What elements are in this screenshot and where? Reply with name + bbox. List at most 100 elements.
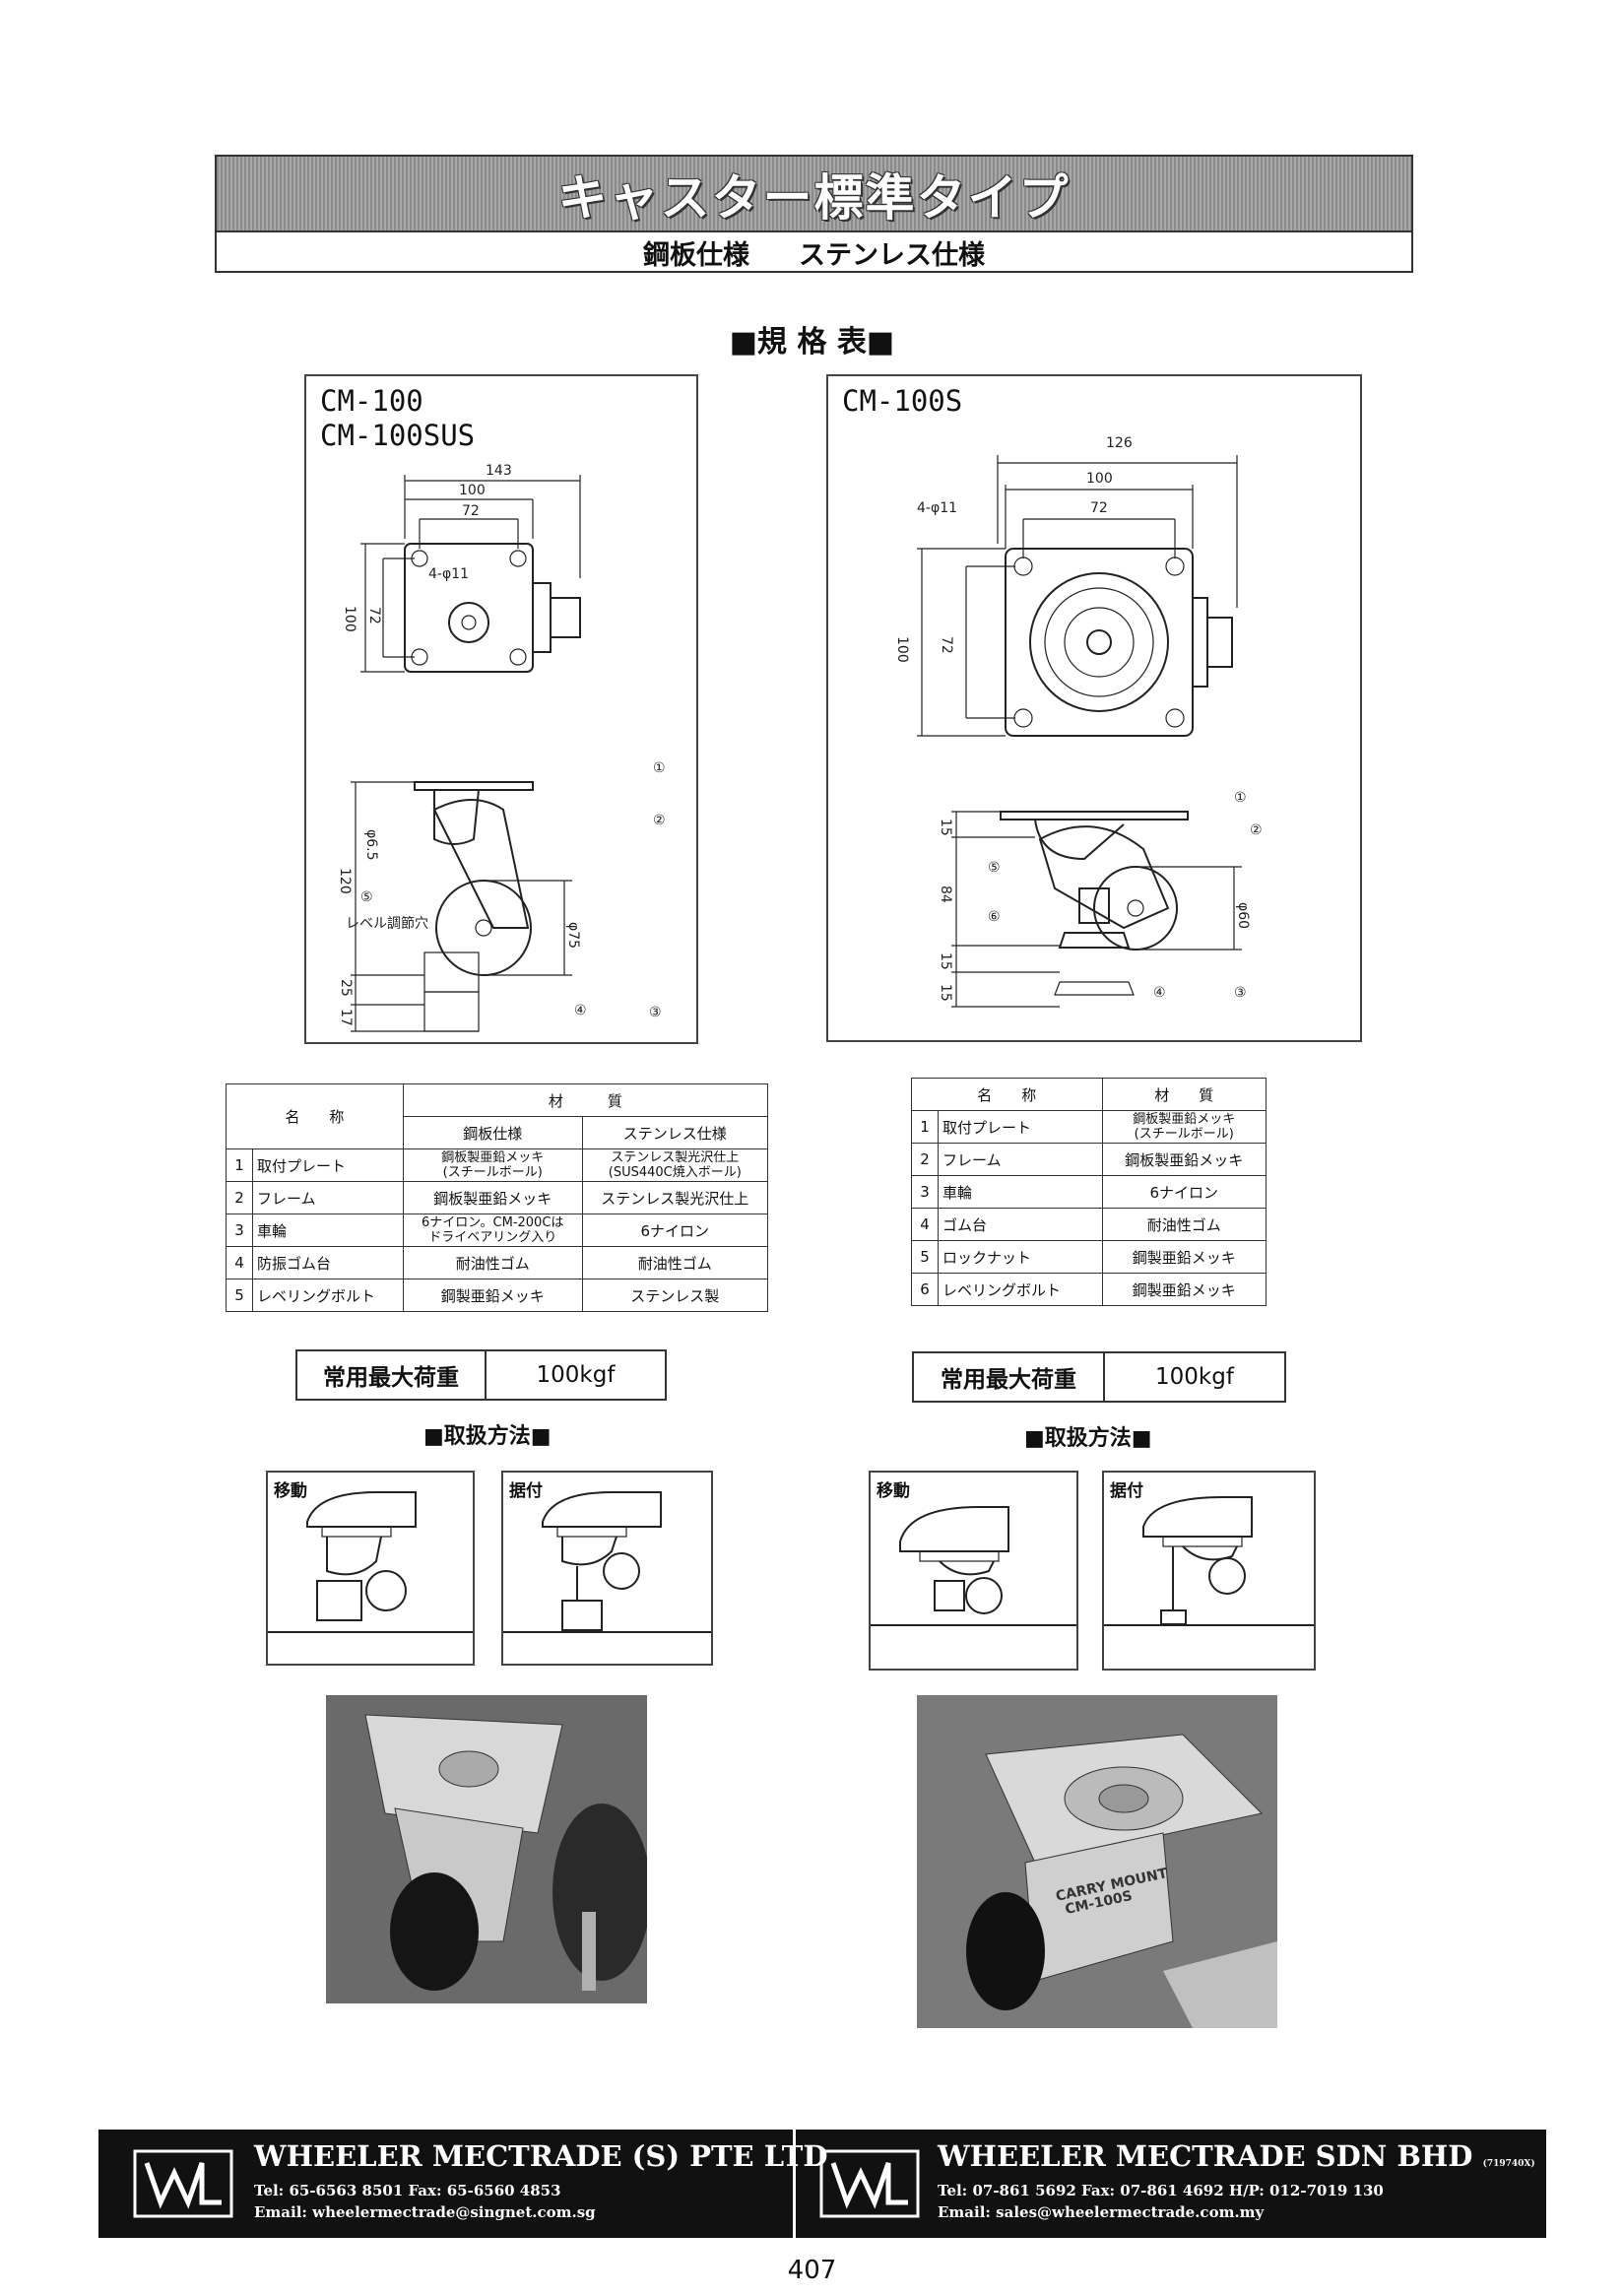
title-banner: キャスター標準タイプ 鋼板仕様 ステンレス仕様 [215, 155, 1413, 273]
handling-move-cm100: 移動 [266, 1471, 475, 1666]
table-header-stainless: ステンレス仕様 [581, 1116, 769, 1149]
parts-table-cm100s: 名 称 材 質 1 取付プレート 鋼板製亜鉛メッキ (スチールボール) 2 フレ… [911, 1078, 1267, 1306]
wm-logo-icon [819, 2149, 920, 2218]
product-photo-cm100s: CARRY MOUNT CM-100S [917, 1695, 1277, 2028]
table-row: 5 ロックナット 鋼製亜鉛メッキ [911, 1240, 1267, 1274]
caster-photo-cm100s [917, 1695, 1277, 2028]
dimension-label: 72 [462, 503, 480, 519]
table-row: 3 車輪 6ナイロン。CM-200Cは ドライベアリング入り 6ナイロン [226, 1214, 769, 1247]
callout-1: ① [653, 760, 666, 776]
product-photo-cm100 [326, 1695, 647, 2003]
max-load-box-cm100s: 常用最大荷重 100kgf [912, 1351, 1286, 1403]
max-load-label: 常用最大荷重 [914, 1353, 1105, 1401]
dimension-label: 15 [938, 819, 953, 836]
page-title: キャスター標準タイプ [557, 168, 1071, 227]
level-adjust-hole-label: レベル調節穴 [346, 915, 428, 932]
fix-illustration [1104, 1496, 1314, 1626]
table-row: 4 ゴム台 耐油性ゴム [911, 1208, 1267, 1241]
callout-5: ⑤ [360, 889, 373, 905]
table-header-material: 材 質 [1101, 1078, 1267, 1111]
max-load-value: 100kgf [536, 1362, 616, 1388]
dimension-label: 120 [337, 868, 353, 894]
dimension-label: φ6.5 [363, 829, 379, 861]
dimension-label: 4-φ11 [917, 500, 957, 516]
drawing-panel-cm100: CM-100 CM-100SUS 143 100 72 4-φ11 100 72… [304, 374, 698, 1044]
max-load-label: 常用最大荷重 [297, 1351, 487, 1399]
page-number: 407 [787, 2256, 837, 2285]
dimension-label: 15 [938, 952, 953, 970]
move-illustration [871, 1506, 1076, 1626]
dimension-label: 25 [338, 979, 354, 997]
dimension-label: φ60 [1235, 902, 1251, 929]
fix-illustration [503, 1491, 711, 1633]
caster-drawing-cm100s: 126 100 72 4-φ11 100 72 15 84 15 15 φ60 … [894, 435, 1263, 1008]
model-name: CM-100 [320, 384, 423, 418]
subtitle-steel: 鋼板仕様 [643, 240, 749, 271]
callout-4: ④ [574, 1003, 587, 1018]
company-phone-sg: Tel: 65-6563 8501 Fax: 65-6560 4853 [254, 2182, 561, 2199]
callout-1: ① [1234, 790, 1247, 806]
footer-divider [793, 2130, 796, 2238]
table-row: 5 レベリングボルト 鋼製亜鉛メッキ ステンレス製 [226, 1279, 769, 1312]
company-reg-no: (719740X) [1482, 2159, 1535, 2169]
dimension-label: 72 [939, 636, 954, 654]
dimension-label: 100 [894, 636, 910, 663]
dimension-label: 143 [486, 463, 512, 479]
model-name: CM-100SUS [320, 419, 476, 452]
table-header-steel: 鋼板仕様 [402, 1116, 583, 1149]
dimension-label: 100 [459, 483, 486, 498]
move-label: 移動 [274, 1481, 307, 1501]
dimension-label: 15 [938, 984, 953, 1002]
dimension-label: 100 [342, 606, 357, 632]
subtitle-stainless: ステンレス仕様 [799, 240, 985, 271]
table-header-name: 名 称 [911, 1078, 1103, 1111]
max-load-box-cm100: 常用最大荷重 100kgf [295, 1349, 667, 1401]
max-load-value: 100kgf [1155, 1364, 1234, 1390]
table-row: 3 車輪 6ナイロン [911, 1175, 1267, 1209]
table-row: 2 フレーム 鋼板製亜鉛メッキ [911, 1143, 1267, 1176]
callout-6: ⑥ [988, 909, 1001, 925]
table-row: 1 取付プレート 鋼板製亜鉛メッキ (スチールボール) ステンレス製光沢仕上 (… [226, 1148, 769, 1182]
dimension-label: 17 [338, 1009, 354, 1026]
move-label: 移動 [877, 1481, 910, 1501]
dimension-label: 72 [366, 607, 382, 624]
handling-fix-cm100s: 据付 [1102, 1471, 1316, 1671]
caster-drawing-cm100: 143 100 72 4-φ11 100 72 120 25 17 φ6.5 φ… [337, 463, 666, 1032]
table-header-material: 材 質 [402, 1083, 769, 1117]
dimension-label: φ75 [565, 922, 581, 949]
handling-fix-cm100: 据付 [501, 1471, 713, 1666]
parts-table-cm100: 名 称 材 質 鋼板仕様 ステンレス仕様 1 取付プレート 鋼板製亜鉛メッキ (… [226, 1083, 769, 1312]
fix-label: 据付 [1110, 1481, 1143, 1501]
company-name-my: WHEELER MECTRADE SDN BHD (719740X) [938, 2139, 1535, 2173]
dimension-label: 72 [1090, 500, 1108, 516]
table-row: 2 フレーム 鋼板製亜鉛メッキ ステンレス製光沢仕上 [226, 1181, 769, 1214]
company-email-my: Email: sales@wheelermectrade.com.my [938, 2203, 1265, 2221]
fix-label: 据付 [509, 1481, 543, 1501]
dimension-label: 100 [1086, 471, 1113, 487]
dimension-label: 4-φ11 [428, 566, 469, 582]
company-email-sg: Email: wheelermectrade@singnet.com.sg [254, 2203, 596, 2221]
handling-title: ■取扱方法■ [1024, 1426, 1152, 1451]
table-row: 4 防振ゴム台 耐油性ゴム 耐油性ゴム [226, 1246, 769, 1279]
callout-4: ④ [1153, 985, 1166, 1001]
table-header-name: 名 称 [226, 1083, 404, 1149]
move-illustration [268, 1491, 473, 1633]
callout-2: ② [1250, 822, 1263, 838]
drawing-panel-cm100s: CM-100S 126 100 72 4-φ11 100 72 15 84 15… [826, 374, 1362, 1042]
caster-photo-cm100 [326, 1695, 647, 2003]
table-row: 6 レベリングボルト 鋼製亜鉛メッキ [911, 1273, 1267, 1306]
company-phone-my: Tel: 07-861 5692 Fax: 07-861 4692 H/P: 0… [938, 2182, 1384, 2199]
handling-title: ■取扱方法■ [423, 1424, 552, 1449]
footer-contact-bar: WHEELER MECTRADE (S) PTE LTD Tel: 65-656… [98, 2130, 1546, 2238]
model-name: CM-100S [842, 384, 963, 418]
callout-3: ③ [649, 1005, 662, 1020]
wm-logo-icon [133, 2149, 233, 2218]
handling-move-cm100s: 移動 [869, 1471, 1078, 1671]
table-row: 1 取付プレート 鋼板製亜鉛メッキ (スチールボール) [911, 1110, 1267, 1144]
callout-2: ② [653, 813, 666, 828]
spec-heading: ■規 格 表■ [729, 325, 895, 360]
dimension-label: 126 [1106, 435, 1133, 451]
callout-5: ⑤ [988, 860, 1001, 876]
company-name-sg: WHEELER MECTRADE (S) PTE LTD [254, 2139, 828, 2173]
callout-3: ③ [1234, 985, 1247, 1001]
